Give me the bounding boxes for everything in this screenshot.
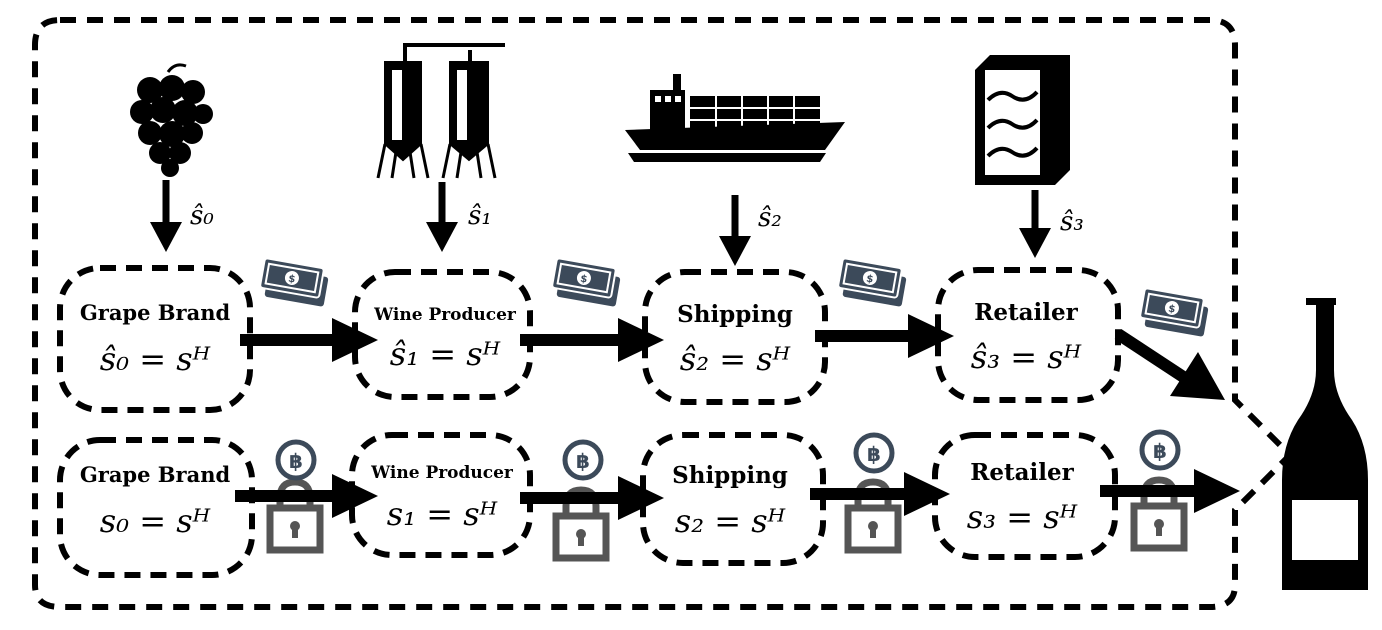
grape-icon [130,63,213,177]
node-title: Retailer [970,459,1074,486]
bottom-flow-arrow-2 [520,476,664,520]
money-icon: $ [551,257,621,307]
node-title: Shipping [677,301,793,328]
top-node-retailer: Retailer ŝ₃ = sᴴ [935,267,1121,403]
bottom-node-wine-producer: Wine Producer s₁ = sᴴ [349,432,533,558]
node-title: Shipping [672,462,788,489]
node-title: Grape Brand [80,300,231,325]
node-equation: s₃ = sᴴ [967,498,1078,536]
bottom-node-retailer: Retailer s₃ = sᴴ [932,432,1118,560]
svg-text:฿: ฿ [576,449,590,473]
svg-text:฿: ฿ [289,449,303,473]
svg-text:$: $ [865,273,874,285]
svg-text:$: $ [1167,303,1176,315]
svg-text:$: $ [287,273,296,285]
cargo-ship-icon [625,74,845,162]
fermentation-tanks-icon [376,43,505,179]
node-title: Wine Producer [370,463,514,483]
bottom-flow-arrow-1 [235,474,378,518]
bottom-node-shipping: Shipping s₂ = sᴴ [640,432,826,566]
outer-boundary [32,17,1295,610]
bottom-node-grape-brand: Grape Brand s₀ = sᴴ [57,437,255,578]
bitcoin-icon: ฿ [275,439,317,481]
top-node-shipping: Shipping ŝ₂ = sᴴ [642,269,828,405]
svg-text:฿: ฿ [867,442,881,466]
signal-arrow-2 [719,195,751,266]
node-equation: ŝ₂ = sᴴ [680,340,791,378]
bottom-flow-arrow-3 [810,472,950,516]
signal-label-3: ŝ₃ [1060,207,1084,237]
svg-text:$: $ [579,273,588,285]
signal-label-1: ŝ₁ [468,201,492,231]
money-icon: $ [259,257,329,307]
top-flow-arrow-3 [815,314,954,358]
top-flow-arrow-2 [520,318,664,362]
money-icon: $ [837,257,907,307]
bitcoin-icon: ฿ [1139,429,1181,471]
svg-text:฿: ฿ [1153,439,1167,463]
node-equation: ŝ₀ = sᴴ [100,340,211,378]
bitcoin-icon: ฿ [853,432,895,474]
top-flow-arrow-1 [240,318,378,362]
signal-arrow-0 [150,180,182,252]
node-title: Grape Brand [80,462,231,487]
top-flow-arrow-4 [1114,328,1225,400]
node-title: Retailer [974,299,1078,326]
wine-bottle-icon [1282,298,1368,590]
node-equation: ŝ₃ = sᴴ [971,338,1082,376]
top-node-wine-producer: Wine Producer ŝ₁ = sᴴ [352,269,533,400]
node-equation: ŝ₁ = sᴴ [390,335,501,373]
top-node-grape-brand: Grape Brand ŝ₀ = sᴴ [57,265,253,413]
node-equation: s₂ = sᴴ [675,502,786,540]
signal-label-2: ŝ₂ [758,203,782,233]
money-icon: $ [1139,287,1209,337]
signal-arrow-1 [426,182,458,252]
signal-arrow-3 [1019,190,1051,258]
bottom-flow-arrow-4 [1100,469,1240,513]
node-equation: s₁ = sᴴ [387,495,498,533]
signal-label-0: ŝ₀ [190,201,214,231]
wine-cabinet-icon [975,55,1070,185]
node-title: Wine Producer [373,305,517,325]
node-equation: s₀ = sᴴ [100,502,211,540]
bitcoin-icon: ฿ [562,439,604,481]
